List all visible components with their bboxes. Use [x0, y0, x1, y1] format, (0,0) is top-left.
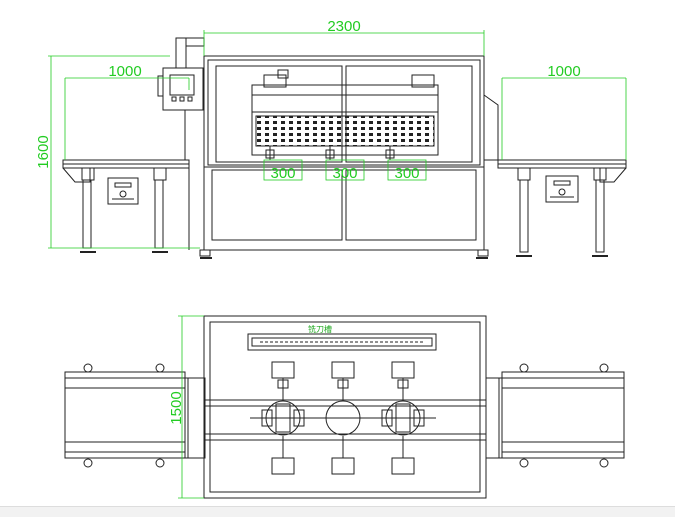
right-control-box	[545, 175, 579, 203]
main-machine-top	[203, 315, 487, 499]
right-conveyor	[497, 159, 627, 257]
dim-depth: 1500	[168, 391, 185, 424]
cutter-slot-label: 铣刀槽	[308, 324, 332, 334]
front-dimension-labels: 2300 1000 1000 1600 300 300 300	[35, 18, 581, 182]
dim-left-conveyor: 1000	[108, 63, 141, 80]
dim-pitch-1: 300	[270, 165, 295, 182]
main-machine	[199, 55, 499, 259]
left-control-box	[107, 177, 139, 205]
dim-height: 1600	[35, 135, 52, 168]
dim-right-conveyor: 1000	[547, 63, 580, 80]
top-dimension-labels: 1500 铣刀槽	[168, 324, 332, 425]
top-view	[64, 315, 625, 499]
left-conveyor	[62, 159, 190, 253]
machining-head	[251, 84, 439, 156]
dim-pitch-3: 300	[394, 165, 419, 182]
hmi-panel	[157, 37, 205, 160]
right-conveyor-top	[485, 363, 625, 468]
cutter-slot	[247, 333, 437, 351]
footer-strip	[0, 506, 675, 517]
top-dimensions	[178, 315, 204, 499]
left-conveyor-top	[64, 363, 206, 468]
dim-total-width: 2300	[327, 18, 360, 35]
front-view	[62, 37, 627, 259]
front-dimensions	[48, 30, 627, 249]
dim-pitch-2: 300	[332, 165, 357, 182]
